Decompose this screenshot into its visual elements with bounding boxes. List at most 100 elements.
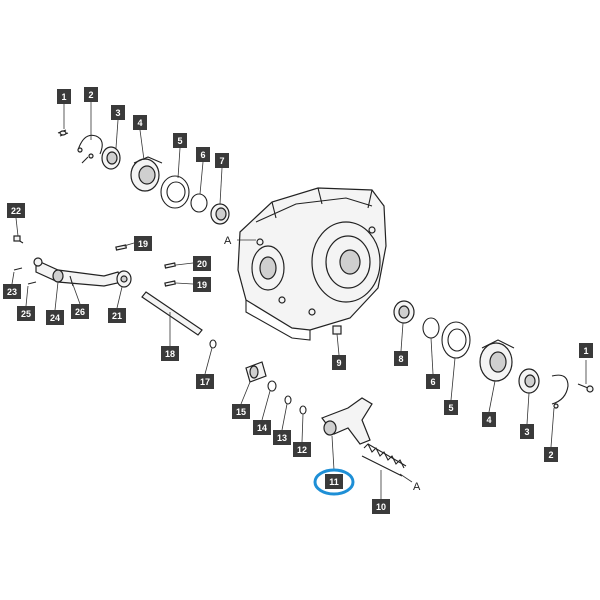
part-6-o-ring-2 bbox=[422, 317, 440, 339]
callout-20[interactable]: 20 bbox=[193, 256, 211, 271]
part-23-pin bbox=[13, 267, 23, 271]
part-2-retaining-clip-2 bbox=[551, 374, 569, 409]
part-17-o-ring bbox=[209, 339, 217, 349]
callout-label: 1 bbox=[583, 346, 588, 356]
callout-9[interactable]: 9 bbox=[332, 355, 346, 370]
part-1-bolt-2 bbox=[577, 383, 594, 393]
callout-label: 19 bbox=[138, 239, 148, 249]
part-4-bearing-housing bbox=[130, 156, 163, 192]
part-2-retaining-clip bbox=[77, 134, 103, 164]
callout-label: 5 bbox=[448, 403, 453, 413]
leader-lines bbox=[11, 102, 587, 499]
part-25-pin bbox=[27, 281, 37, 285]
callout-3b[interactable]: 3 bbox=[520, 424, 534, 439]
callout-label: 5 bbox=[177, 136, 182, 146]
callout-label: 11 bbox=[329, 477, 339, 487]
callout-1b[interactable]: 1 bbox=[579, 343, 593, 358]
callout-19b[interactable]: 19 bbox=[193, 277, 211, 292]
callout-4b[interactable]: 4 bbox=[482, 412, 496, 427]
part-10-spring bbox=[361, 443, 407, 477]
callout-6a[interactable]: 6 bbox=[196, 147, 210, 162]
part-15-bushing bbox=[245, 361, 267, 383]
callout-6b[interactable]: 6 bbox=[426, 374, 440, 389]
part-18-shift-rod bbox=[141, 291, 203, 336]
part-5-gasket-2 bbox=[441, 321, 471, 359]
callout-13[interactable]: 13 bbox=[273, 430, 291, 445]
callout-14[interactable]: 14 bbox=[253, 420, 271, 435]
callout-label: 26 bbox=[75, 307, 85, 317]
part-22-screw bbox=[13, 235, 24, 244]
callout-label: 17 bbox=[200, 377, 210, 387]
callout-label: 15 bbox=[236, 407, 246, 417]
callout-label: 2 bbox=[548, 450, 553, 460]
transmission-housing bbox=[237, 187, 387, 341]
callout-label: 21 bbox=[112, 311, 122, 321]
callout-22[interactable]: 22 bbox=[7, 203, 25, 218]
callout-label: 6 bbox=[200, 150, 205, 160]
callout-8[interactable]: 8 bbox=[394, 351, 408, 366]
callout-label: 10 bbox=[376, 502, 386, 512]
part-7-seal bbox=[210, 203, 230, 225]
callout-label: 23 bbox=[7, 287, 17, 297]
part-4-bearing-housing-2 bbox=[479, 339, 515, 382]
callout-label: 18 bbox=[165, 349, 175, 359]
callout-label: 2 bbox=[88, 90, 93, 100]
callout-label: 19 bbox=[197, 280, 207, 290]
callout-2a[interactable]: 2 bbox=[84, 87, 98, 102]
callout-11[interactable]: 11 bbox=[325, 474, 343, 489]
callout-17[interactable]: 17 bbox=[196, 374, 214, 389]
part-11-highlight-ring bbox=[313, 468, 355, 496]
part-9-plug bbox=[332, 325, 342, 335]
part-13-o-ring bbox=[284, 395, 292, 405]
callout-7a[interactable]: 7 bbox=[215, 153, 229, 168]
part-19-roll-pin-2 bbox=[164, 280, 177, 287]
callout-label: 4 bbox=[137, 118, 142, 128]
callout-1a[interactable]: 1 bbox=[57, 89, 71, 104]
part-19-roll-pin bbox=[115, 244, 128, 251]
callout-5a[interactable]: 5 bbox=[173, 133, 187, 148]
callout-3a[interactable]: 3 bbox=[111, 105, 125, 120]
part-3-bearing-2 bbox=[518, 368, 540, 394]
callout-label: 3 bbox=[115, 108, 120, 118]
callout-label: 4 bbox=[486, 415, 491, 425]
callout-24[interactable]: 24 bbox=[46, 310, 64, 325]
part-24-lever-arm bbox=[33, 257, 123, 287]
part-6-o-ring bbox=[190, 193, 208, 213]
callout-10[interactable]: 10 bbox=[372, 499, 390, 514]
callout-label: 13 bbox=[277, 433, 287, 443]
part-20-roll-pin bbox=[164, 262, 177, 269]
callout-25[interactable]: 25 bbox=[17, 306, 35, 321]
callout-label: 14 bbox=[257, 423, 267, 433]
callout-label: 1 bbox=[61, 92, 66, 102]
callout-label: 25 bbox=[21, 309, 31, 319]
callout-label: 9 bbox=[336, 358, 341, 368]
callout-5b[interactable]: 5 bbox=[444, 400, 458, 415]
callout-12[interactable]: 12 bbox=[293, 442, 311, 457]
callout-21[interactable]: 21 bbox=[108, 308, 126, 323]
part-1-bolt bbox=[57, 129, 69, 137]
callout-4a[interactable]: 4 bbox=[133, 115, 147, 130]
part-14-washer bbox=[267, 380, 277, 392]
part-5-gasket bbox=[160, 175, 190, 209]
part-11-shift-fork bbox=[321, 397, 373, 445]
part-12-o-ring bbox=[299, 405, 307, 415]
callout-label: 24 bbox=[50, 313, 60, 323]
callout-label: 8 bbox=[398, 354, 403, 364]
spring-marker-letter: A bbox=[413, 481, 421, 493]
callout-label: 22 bbox=[11, 206, 21, 216]
callout-label: 20 bbox=[197, 259, 207, 269]
callout-23[interactable]: 23 bbox=[3, 284, 21, 299]
part-21-lever-end bbox=[116, 270, 132, 288]
callout-18[interactable]: 18 bbox=[161, 346, 179, 361]
callout-label: 12 bbox=[297, 445, 307, 455]
callout-label: 3 bbox=[524, 427, 529, 437]
callout-2b[interactable]: 2 bbox=[544, 447, 558, 462]
callout-19a[interactable]: 19 bbox=[134, 236, 152, 251]
callout-label: 6 bbox=[430, 377, 435, 387]
callout-15[interactable]: 15 bbox=[232, 404, 250, 419]
part-3-bearing bbox=[101, 146, 121, 170]
callout-26[interactable]: 26 bbox=[71, 304, 89, 319]
housing-marker-letter: A bbox=[224, 235, 232, 247]
part-8-seal bbox=[393, 300, 415, 324]
